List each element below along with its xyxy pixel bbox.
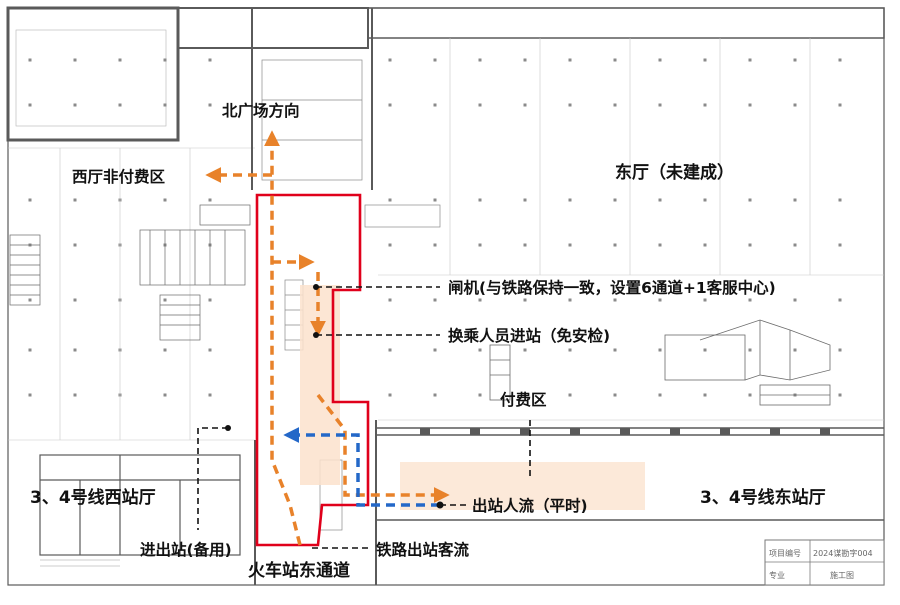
title-block-code: 2024谋勘字004 [813,548,873,558]
label-exit-flow: 出站人流（平时) [472,496,588,515]
flow-to-east-concourse [316,393,450,503]
leader-lines [197,286,531,549]
shaded-zones [300,285,645,510]
architectural-background: 项目编号 2024谋勘字004 专业 施工图 [6,6,885,586]
label-gate: 闸机(与铁路保持一致，设置6通道+1客服中心) [448,278,776,297]
label-east-passage: 火车站东通道 [248,560,350,581]
label-entry-exit-backup: 进出站(备用) [140,540,232,559]
title-block-sheet: 施工图 [830,570,854,580]
labels: 北广场方向 西厅非付费区 东厅（未建成） 闸机(与铁路保持一致，设置6通道+1客… [30,101,826,581]
label-rail-exit-flow: 铁路出站客流 [376,540,470,559]
label-transfer: 换乘人员进站（免安检) [448,326,610,345]
title-block: 项目编号 2024谋勘字004 专业 施工图 [764,539,885,586]
label-paid-area: 付费区 [500,390,547,409]
leader-entry-exit-backup [197,427,228,530]
label-line34-west: 3、4号线西站厅 [30,487,156,508]
title-block-code-label: 项目编号 [769,548,801,558]
flow-backup-entry [283,427,440,507]
label-line34-east: 3、4号线东站厅 [700,487,826,508]
label-east-hall: 东厅（未建成） [615,162,734,183]
label-west-hall: 西厅非付费区 [72,167,166,186]
paid-zone-boundary [255,193,370,547]
orange-flow-lines [205,130,450,546]
title-block-sheet-label: 专业 [769,570,785,580]
label-north-plaza: 北广场方向 [222,101,300,120]
blue-flow-lines [283,427,440,507]
